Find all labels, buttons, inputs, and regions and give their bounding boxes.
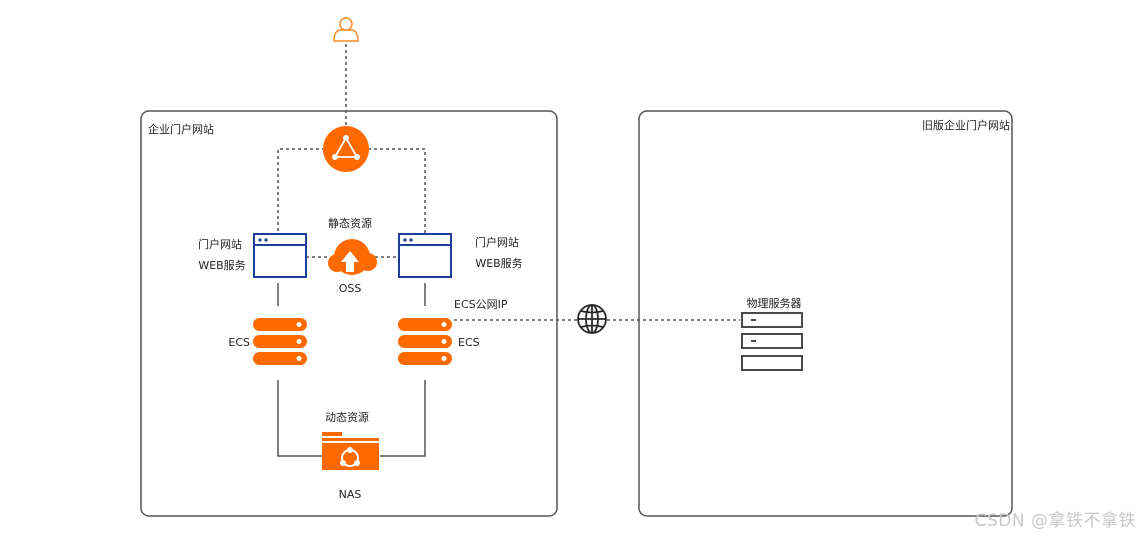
watermark: CSDN @拿铁不拿铁: [974, 511, 1136, 531]
ecs-right-label: ECS: [458, 336, 480, 349]
ecs-server-icon: [253, 318, 307, 365]
oss-cloud-icon: [328, 239, 377, 275]
nas-folder-icon: [322, 432, 379, 470]
web-left-label-line2: WEB服务: [198, 259, 246, 272]
nas-label-bottom: NAS: [338, 488, 362, 501]
ecs-server-icon: [398, 318, 452, 365]
physical-server-icon: [741, 312, 803, 371]
physical-server-label: 物理服务器: [746, 297, 802, 310]
web-left-label-line1: 门户网站: [198, 238, 242, 251]
browser-window-icon: [398, 233, 452, 278]
globe-icon: [577, 304, 607, 334]
group-enterprise-portal: [140, 110, 558, 517]
dashed-connectors: [277, 44, 740, 321]
group-title-right: 旧版企业门户网站: [922, 119, 1010, 132]
oss-label-top: 静态资源: [328, 217, 372, 230]
user-icon: [333, 17, 359, 42]
oss-label-bottom: OSS: [338, 282, 362, 295]
nas-label-top: 动态资源: [325, 411, 369, 424]
load-balancer-icon: [323, 126, 369, 172]
web-right-label-line1: 门户网站: [475, 236, 519, 249]
group-title-left: 企业门户网站: [148, 123, 214, 136]
solid-connectors: [277, 283, 426, 457]
group-legacy-portal: [638, 110, 1013, 517]
ecs-public-ip-label: ECS公网IP: [454, 298, 508, 311]
ecs-left-label: ECS: [228, 336, 250, 349]
browser-window-icon: [253, 233, 307, 278]
web-right-label-line2: WEB服务: [475, 257, 523, 270]
